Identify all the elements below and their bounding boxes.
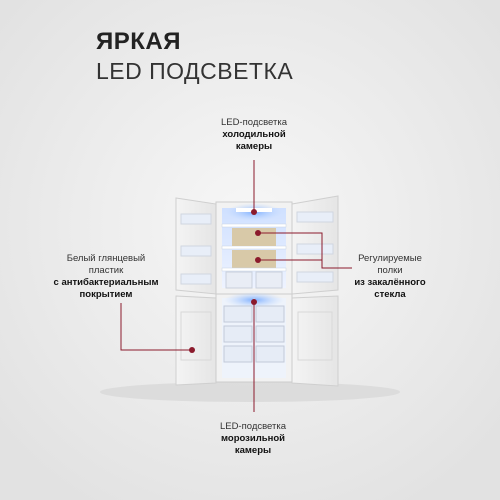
callout-shelves-line2: полки (377, 265, 403, 276)
fridge-right-upper-door (291, 195, 339, 295)
fridge-left-lower-door (175, 295, 217, 386)
callout-freezer-led-line2: морозильной (220, 433, 285, 444)
callout-fridge-led: LED-подсветка холодильной камеры (200, 117, 308, 153)
callout-shelves-line3: из закалённого (354, 277, 426, 288)
callout-plastic-line2: пластик (88, 265, 124, 276)
fridge-cabinet-upper (215, 201, 293, 295)
callout-plastic: Белый глянцевый пластик с антибактериаль… (40, 253, 172, 301)
headline: ЯРКАЯ LED ПОДСВЕТКА (96, 30, 293, 83)
callout-freezer-led-line1: LED-подсветка (219, 421, 287, 432)
fridge-left-upper-door (175, 197, 217, 295)
callout-shelves: Регулируемые полки из закалённого стекла (334, 253, 446, 301)
callout-fridge-led-line1: LED-подсветка (220, 117, 288, 128)
callout-plastic-line3: с антибактериальным (53, 277, 159, 288)
callout-shelves-line4: стекла (374, 289, 406, 300)
fridge-right-lower-door (291, 295, 339, 387)
callout-freezer-led-line3: камеры (234, 445, 272, 456)
callout-lines (120, 160, 352, 412)
callout-shelves-line1: Регулируемые (358, 253, 422, 264)
headline-bold: ЯРКАЯ (96, 28, 181, 55)
callout-freezer-led: LED-подсветка морозильной камеры (198, 421, 308, 457)
callout-dots (189, 209, 261, 353)
callout-fridge-led-line3: камеры (235, 141, 273, 152)
callout-plastic-line1: Белый глянцевый (66, 253, 146, 264)
headline-light: LED ПОДСВЕТКА (96, 58, 294, 84)
callout-plastic-line4: покрытием (79, 289, 133, 300)
callout-fridge-led-line2: холодильной (222, 129, 286, 140)
